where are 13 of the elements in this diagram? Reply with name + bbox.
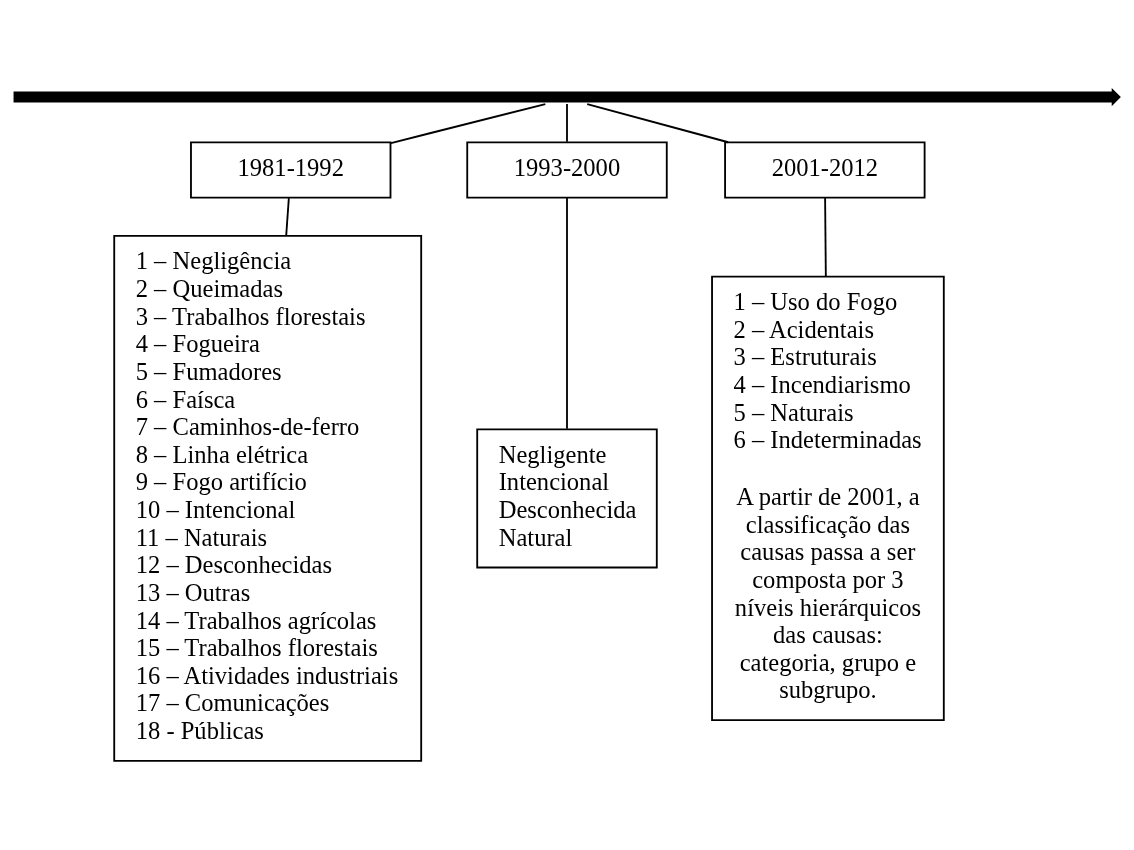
connector [566, 196, 568, 430]
node-box: 1981-1992 [190, 140, 392, 198]
node-box: 1993-2000 [466, 140, 668, 198]
node-box: 2001-2012 [724, 140, 926, 198]
connector [285, 196, 290, 237]
node-box: 1 – Uso do Fogo 2 – Acidentais 3 – Estruturais 4 – Incendiarismo 5 – Naturais 6 – Indeterminadas A partir de 2001, a classificação das causas passa a ser composta por 3 níveis hierárquicos das causas: categoria, grupo e subgrupo. [711, 275, 945, 721]
connector [566, 102, 568, 143]
connector [824, 196, 827, 277]
node-arrow [13, 87, 1121, 106]
connector [586, 102, 730, 143]
node-box: 1 – Negligência 2 – Queimadas 3 – Trabalhos florestais 4 – Fogueira 5 – Fumadores 6 – Faísca 7 – Caminhos-de-ferro 8 – Linha elétrica 9 – Fogo artifício 10 – Intencional 11 – Naturais 12 – Desconhecidas 13 – Outras 14 – Trabalhos agrícolas 15 – Trabalhos florestais 16 – Atividades industriais 17 – Comunicações 18 - Públicas [113, 234, 423, 762]
node-box: Negligente Intencional Desconhecida Natural [476, 427, 658, 568]
connector [390, 102, 547, 144]
